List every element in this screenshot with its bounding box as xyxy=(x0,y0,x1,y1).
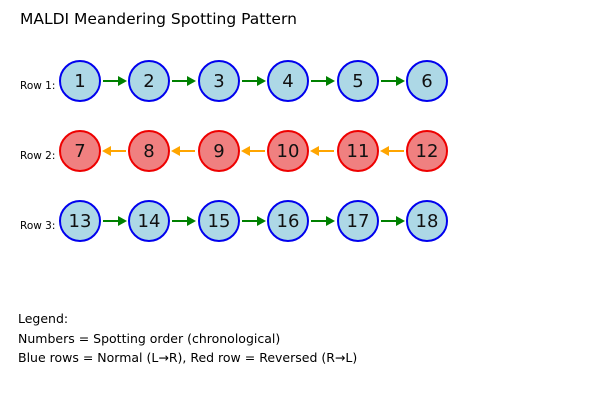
spot-circle: 8 xyxy=(128,130,170,172)
arrow-right-icon xyxy=(310,76,335,86)
legend-line-rows: Blue rows = Normal (L→R), Red row = Reve… xyxy=(18,350,358,365)
spot-circle: 15 xyxy=(198,200,240,242)
arrow-head xyxy=(326,216,335,226)
arrow-shaft xyxy=(249,150,265,152)
spot-circle: 2 xyxy=(128,60,170,102)
spot-circle: 11 xyxy=(337,130,379,172)
arrow-shaft xyxy=(110,150,126,152)
arrow-shaft xyxy=(311,220,327,222)
arrow-head xyxy=(257,76,266,86)
spot-circle: 6 xyxy=(406,60,448,102)
arrow-shaft xyxy=(318,150,334,152)
arrow-shaft xyxy=(381,80,397,82)
row-3-label: Row 3: xyxy=(20,220,56,232)
arrow-head xyxy=(241,146,250,156)
spot-circle: 13 xyxy=(59,200,101,242)
arrow-left-icon xyxy=(241,146,266,156)
arrow-head xyxy=(171,146,180,156)
arrow-shaft xyxy=(103,80,119,82)
arrow-shaft xyxy=(172,80,188,82)
arrow-head xyxy=(380,146,389,156)
arrow-left-icon xyxy=(171,146,196,156)
arrow-right-icon xyxy=(171,216,196,226)
arrow-head xyxy=(326,76,335,86)
arrow-shaft xyxy=(172,220,188,222)
arrow-head xyxy=(187,76,196,86)
arrow-left-icon xyxy=(102,146,127,156)
arrow-right-icon xyxy=(310,216,335,226)
arrow-shaft xyxy=(388,150,404,152)
spot-circle: 9 xyxy=(198,130,240,172)
spot-circle: 3 xyxy=(198,60,240,102)
spot-circle: 1 xyxy=(59,60,101,102)
legend: Legend: Numbers = Spotting order (chrono… xyxy=(18,309,357,368)
arrow-right-icon xyxy=(241,76,266,86)
arrow-head xyxy=(396,76,405,86)
spot-circle: 10 xyxy=(267,130,309,172)
arrow-left-icon xyxy=(380,146,405,156)
arrow-shaft xyxy=(242,80,258,82)
arrow-left-icon xyxy=(310,146,335,156)
arrow-right-icon xyxy=(380,216,405,226)
arrow-right-icon xyxy=(171,76,196,86)
legend-heading: Legend: xyxy=(18,311,69,326)
arrow-shaft xyxy=(311,80,327,82)
arrow-shaft xyxy=(242,220,258,222)
spot-circle: 5 xyxy=(337,60,379,102)
arrow-head xyxy=(396,216,405,226)
spot-circle: 16 xyxy=(267,200,309,242)
spot-circle: 17 xyxy=(337,200,379,242)
arrow-shaft xyxy=(179,150,195,152)
arrow-head xyxy=(102,146,111,156)
row-2-label: Row 2: xyxy=(20,150,56,162)
page-title: MALDI Meandering Spotting Pattern xyxy=(20,10,297,28)
arrow-head xyxy=(310,146,319,156)
spot-circle: 14 xyxy=(128,200,170,242)
arrow-shaft xyxy=(381,220,397,222)
spot-circle: 18 xyxy=(406,200,448,242)
spot-circle: 7 xyxy=(59,130,101,172)
arrow-head xyxy=(257,216,266,226)
spot-circle: 12 xyxy=(406,130,448,172)
arrow-right-icon xyxy=(380,76,405,86)
spot-circle: 4 xyxy=(267,60,309,102)
row-1-label: Row 1: xyxy=(20,80,56,92)
arrow-right-icon xyxy=(241,216,266,226)
arrow-head xyxy=(118,216,127,226)
arrow-right-icon xyxy=(102,76,127,86)
arrow-shaft xyxy=(103,220,119,222)
arrow-head xyxy=(187,216,196,226)
arrow-right-icon xyxy=(102,216,127,226)
legend-line-numbers: Numbers = Spotting order (chronological) xyxy=(18,330,281,346)
arrow-head xyxy=(118,76,127,86)
